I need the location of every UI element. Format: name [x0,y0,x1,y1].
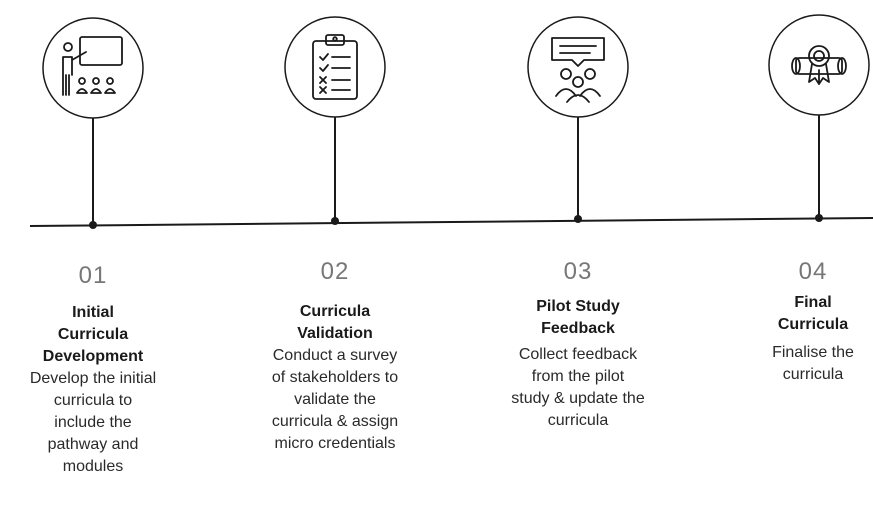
milestone-2 [284,16,386,225]
step-description: Collect feedback from the pilot study & … [488,344,668,432]
step-description-line: study & update the [511,390,645,407]
step-1: 01 Initial Curricula Development Develop… [3,262,183,478]
step-title-line: Curricula [299,303,371,320]
step-title-line: Final [794,294,832,311]
step-description-line: of stakeholders to [271,369,399,386]
step-description: Finalise the curricula [753,342,873,386]
step-title-line: Development [42,348,144,365]
step-title-line: Validation [297,325,373,342]
step-description-line: Develop the initial [29,370,157,387]
step-description: Develop the initial curricula to include… [3,368,183,478]
step-description-line: include the [54,414,132,431]
step-description-line: curricula to [53,392,133,409]
step-description-line: micro credentials [274,435,396,452]
step-title-line: Curricula [777,316,849,333]
teacher-presentation-icon [62,36,123,96]
step-title: Curricula Validation [245,301,425,345]
group-feedback-icon [551,37,605,103]
step-title: Final Curricula [753,292,873,336]
checklist-clipboard-icon [312,34,358,100]
step-description-line: curricula [547,412,609,429]
step-number: 04 [798,258,828,285]
step-description-line: curricula [782,366,844,383]
step-title-line: Initial [72,304,114,321]
step-number: 03 [563,258,593,285]
milestone-4 [768,14,870,222]
certificate-scroll-icon [791,45,847,85]
step-2: 02 Curricula Validation Conduct a survey… [245,258,425,455]
step-number: 02 [320,258,350,285]
step-description-line: validate the [294,391,376,408]
step-description-line: from the pilot [531,368,625,385]
step-4: 04 Final Curricula Finalise the curricul… [753,258,873,386]
step-description-line: Finalise the [772,344,854,361]
step-description-line: Collect feedback [518,346,638,363]
milestone-1 [42,17,144,229]
step-description-line: modules [62,458,124,475]
step-description-line: pathway and [47,436,139,453]
step-title: Initial Curricula Development [3,302,183,368]
step-title-line: Pilot Study [536,298,620,315]
step-title: Pilot Study Feedback [488,296,668,340]
step-title-line: Curricula [57,326,129,343]
milestone-3 [527,16,629,223]
step-description: Conduct a survey of stakeholders to vali… [245,345,425,455]
step-3: 03 Pilot Study Feedback Collect feedback… [488,258,668,432]
timeline-axis [29,217,873,227]
step-description-line: Conduct a survey [272,347,398,364]
step-title-line: Feedback [541,320,615,337]
step-number: 01 [78,262,108,289]
step-description-line: curricula & assign [271,413,399,430]
